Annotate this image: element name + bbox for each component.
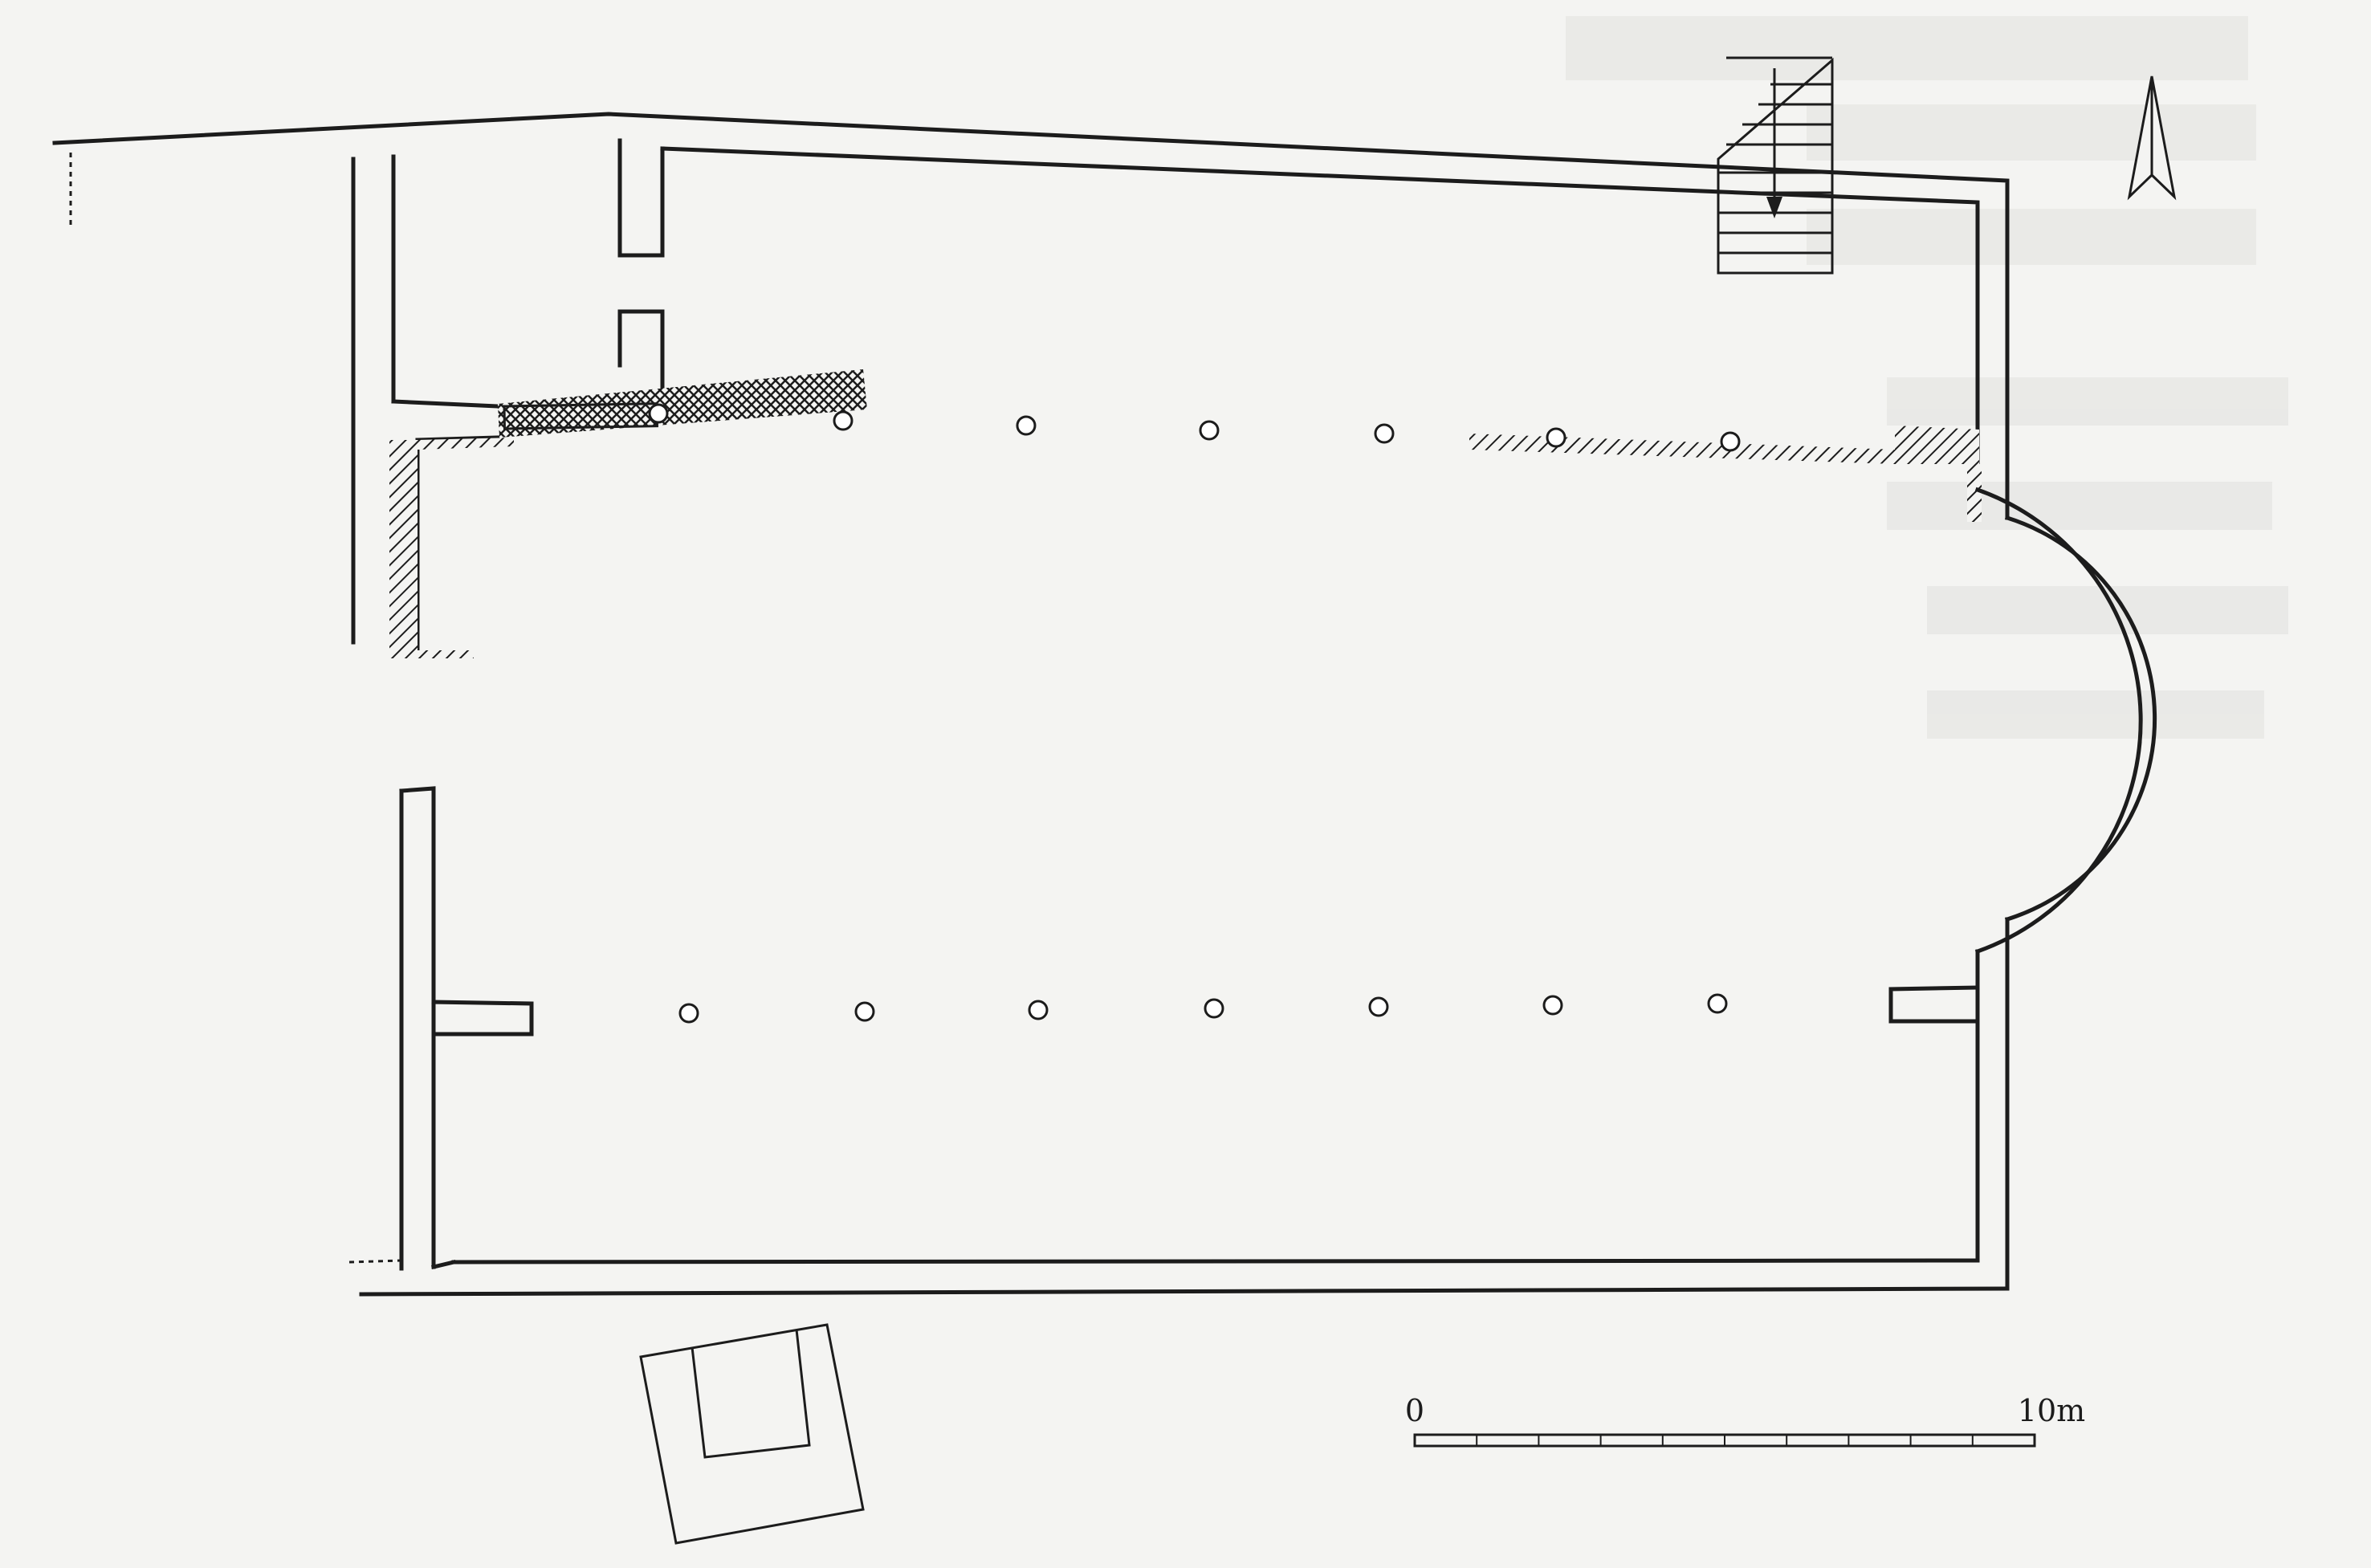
column-base [833,410,853,431]
scale-bar: 0 10m [1405,1393,2085,1448]
column-base [648,403,669,424]
stair-arrow-icon [1766,197,1782,218]
scale-start-label: 0 [1405,1393,1424,1428]
north-arrow-icon [2127,75,2177,201]
scale-end-label: 10m [2018,1393,2085,1428]
column-base [1720,431,1741,452]
column-base [678,1003,699,1024]
column-base [1546,427,1566,448]
north-colonnade [648,403,1741,452]
column-base [1028,1000,1049,1020]
column-base [1204,998,1224,1019]
show-through-shading [1566,16,2288,739]
north-wall [52,112,2010,645]
staircase [1717,56,1834,275]
column-base [1542,995,1563,1016]
south-colonnade [678,993,1728,1024]
foundation-hatching [389,369,1982,658]
east-wall-apse [1888,487,2157,1291]
column-base [1016,415,1037,436]
column-base [1707,993,1728,1014]
column-base [1374,423,1395,444]
detached-structure [639,1323,865,1545]
column-base [1199,420,1220,441]
column-base [854,1001,875,1022]
column-base [1368,996,1389,1017]
south-wall [348,786,2010,1297]
